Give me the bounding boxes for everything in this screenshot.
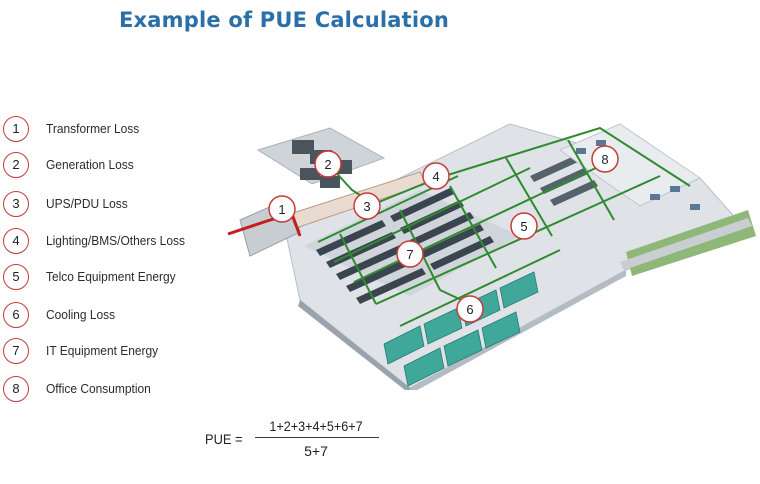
legend-label: Generation Loss: [46, 157, 134, 172]
legend-item-it-equipment-energy: 7 IT Equipment Energy: [0, 338, 240, 368]
data-center-illustration: 1 2 3 4 5 6 7 8: [227, 123, 756, 390]
legend-label: Office Consumption: [46, 381, 151, 396]
legend-label: IT Equipment Energy: [46, 343, 159, 358]
office-desk: [596, 140, 606, 146]
callout-5: 5: [510, 212, 538, 240]
legend-badge: 3: [3, 191, 29, 217]
legend-badge: 5: [3, 264, 29, 290]
formula-lhs: PUE =: [205, 431, 243, 447]
callout-8-label: 8: [601, 152, 608, 167]
legend-label: Lighting/BMS/Others Loss: [46, 233, 185, 248]
legend-label: Telco Equipment Energy: [46, 269, 176, 284]
telco-rack-row: [550, 180, 598, 206]
legend-item-office-consumption: 8 Office Consumption: [0, 376, 240, 406]
building-outer-wall: [298, 300, 410, 390]
distribution-line: [567, 139, 615, 221]
formula-numerator: 1+2+3+4+5+6+7: [269, 418, 363, 434]
office-desks: [576, 140, 700, 210]
cooling-unit: [481, 311, 521, 349]
callout-2-label: 2: [324, 157, 331, 172]
legend-label: Cooling Loss: [46, 307, 116, 322]
callout-3-label: 3: [363, 199, 370, 214]
callout-2: 2: [314, 150, 342, 178]
legend-label: Transformer Loss: [46, 121, 140, 136]
server-rack-row: [390, 188, 454, 222]
callout-5-label: 5: [520, 219, 527, 234]
server-rack-row: [356, 268, 426, 304]
callout-4: 4: [422, 162, 450, 190]
formula-denominator: 5+7: [304, 443, 328, 459]
cooling-unit: [403, 347, 445, 387]
distribution-line: [339, 233, 377, 305]
telco-rack-row: [540, 168, 588, 194]
legend-badge: 1: [3, 116, 29, 142]
server-rack-row: [420, 224, 484, 258]
server-rack-row: [346, 256, 416, 292]
server-rack-row: [430, 236, 494, 270]
cooling-unit: [443, 329, 483, 367]
cooling-units: [383, 271, 539, 387]
office-desk: [670, 186, 680, 192]
office-desk: [690, 204, 700, 210]
distribution-line: [505, 157, 553, 237]
server-rack-row: [316, 220, 386, 256]
legend-badge: 7: [3, 338, 29, 364]
distribution-line: [333, 167, 531, 263]
telco-rack-row: [530, 156, 578, 182]
callout-7-label: 7: [406, 247, 413, 262]
callout-6: 6: [456, 295, 484, 323]
cooling-unit: [499, 271, 539, 309]
legend-badge: 6: [3, 302, 29, 328]
server-rack-row: [410, 212, 474, 246]
distribution-line: [399, 249, 561, 327]
pue-formula: PUE = 1+2+3+4+5+6+7 5+7: [205, 418, 405, 468]
legend-badge: 2: [3, 152, 29, 178]
legend-item-generation-loss: 2 Generation Loss: [0, 152, 240, 182]
page-title: Example of PUE Calculation: [119, 8, 450, 32]
callout-3: 3: [353, 192, 381, 220]
legend-item-transformer-loss: 1 Transformer Loss: [0, 116, 240, 146]
callout-1: 1: [268, 195, 296, 223]
distribution-line: [449, 185, 497, 269]
cooling-unit: [383, 325, 425, 365]
callout-6-label: 6: [466, 302, 473, 317]
distribution-line: [353, 165, 601, 283]
office-desk: [650, 194, 660, 200]
callouts: 1 2 3 4 5 6 7 8: [268, 145, 619, 323]
generator-unit: [292, 140, 314, 154]
legend-item-telco-equipment-energy: 5 Telco Equipment Energy: [0, 264, 240, 294]
office-area: [558, 123, 702, 207]
cooling-unit: [423, 307, 463, 345]
walkway: [620, 218, 752, 270]
legend-label: UPS/PDU Loss: [46, 196, 128, 211]
legend-item-lighting-bms-loss: 4 Lighting/BMS/Others Loss: [0, 228, 240, 258]
server-rack-row: [400, 200, 464, 234]
legend-item-ups-pdu-loss: 3 UPS/PDU Loss: [0, 191, 240, 221]
formula-fraction-bar: [255, 437, 379, 438]
generator-unit: [300, 168, 320, 180]
telco-racks: [530, 156, 598, 206]
distribution-line: [373, 126, 691, 205]
legend-badge: 8: [3, 376, 29, 402]
legend-badge: 4: [3, 228, 29, 254]
generator-unit: [320, 176, 340, 188]
office-desk: [576, 148, 586, 154]
distribution-line: [375, 175, 661, 305]
server-rack-row: [336, 244, 406, 280]
callout-1-label: 1: [278, 202, 285, 217]
callout-8: 8: [591, 145, 619, 173]
callout-7: 7: [396, 240, 424, 268]
legend-item-cooling-loss: 6 Cooling Loss: [0, 302, 240, 332]
callout-4-label: 4: [432, 169, 439, 184]
